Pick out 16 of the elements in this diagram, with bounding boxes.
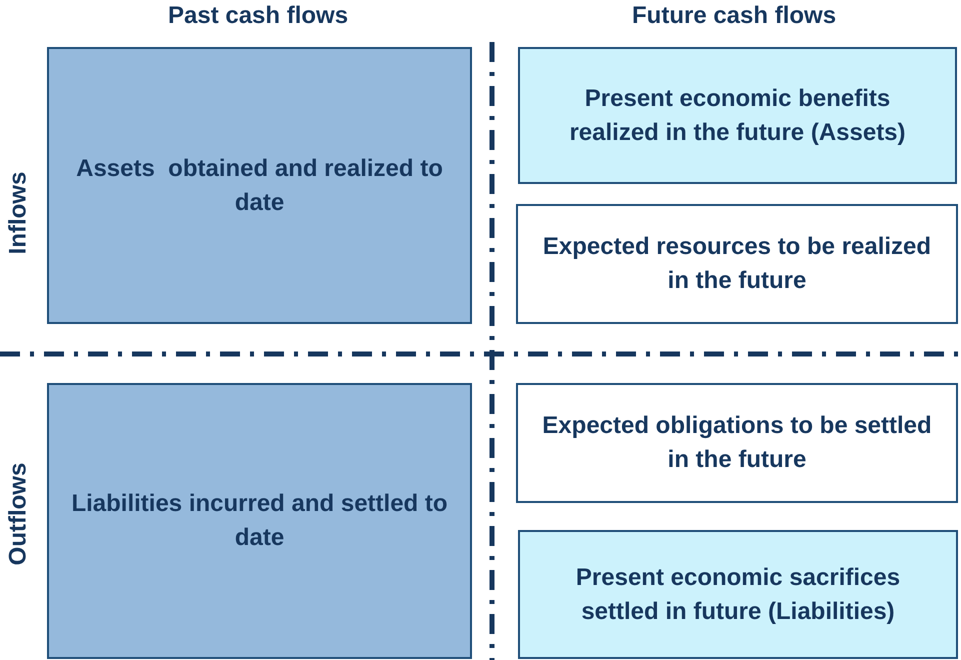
box-text: Present economic benefits realized in the future (Assets) — [568, 84, 907, 148]
box-text: Assets obtained and realized to date — [75, 154, 444, 218]
column-header: Future cash flows — [632, 2, 836, 30]
category-box — [516, 204, 958, 324]
category-box — [516, 383, 958, 503]
category-box — [518, 530, 958, 659]
box-text: Present economic sacrifices settled in future (Liabilities) — [574, 562, 902, 626]
box-text: Expected resources to be realized in the future — [542, 232, 932, 296]
row-header: Inflows — [4, 172, 32, 254]
box-text: Liabilities incurred and settled to date — [70, 489, 449, 553]
column-header: Past cash flows — [168, 2, 348, 30]
row-header: Outflows — [4, 462, 32, 566]
category-box — [47, 47, 472, 324]
category-box — [518, 47, 957, 184]
category-box — [47, 383, 472, 659]
box-text: Expected obligations to be settled in the future — [541, 411, 933, 475]
